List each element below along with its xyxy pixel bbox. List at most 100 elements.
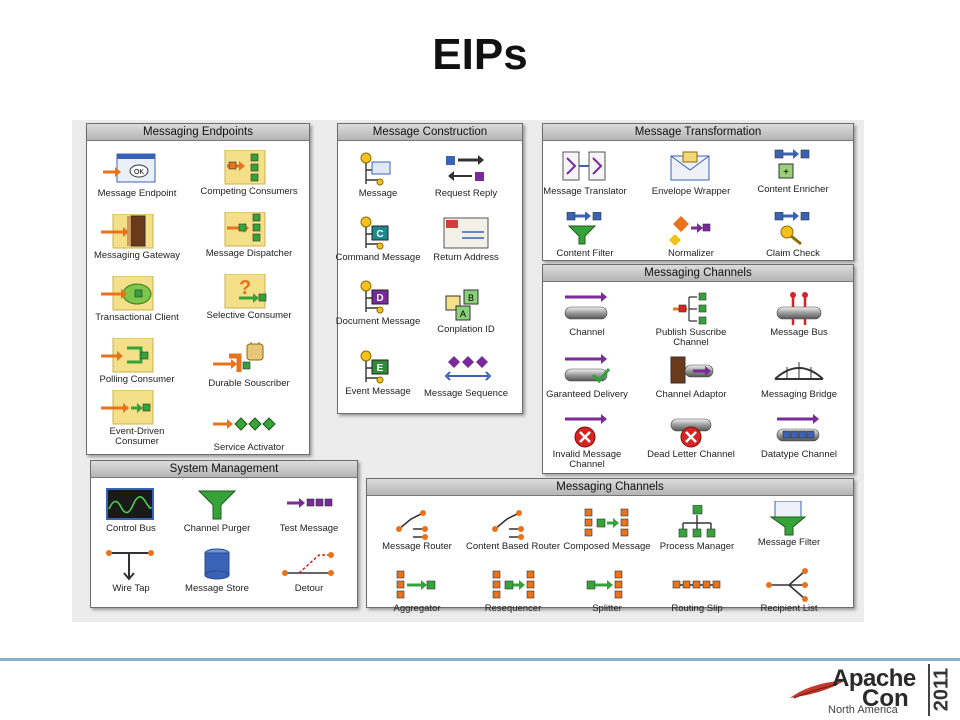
returnaddr-icon xyxy=(443,217,489,249)
pattern-messaging-gateway: Messaging Gateway xyxy=(87,214,187,261)
pattern-label: Channel Purger xyxy=(183,523,251,534)
pattern-label: Return Address xyxy=(433,252,499,263)
pattern-request-reply: Request Reply xyxy=(416,152,516,199)
pattern-label: Competing Consumers xyxy=(200,186,298,197)
cmd-icon: C xyxy=(360,216,389,250)
correlation-icon: BA xyxy=(445,289,479,321)
detour-icon xyxy=(282,552,334,576)
pattern-label: Test Message xyxy=(279,523,339,534)
pattern-label: Transactional Client xyxy=(95,312,179,323)
pattern-label: Event Message xyxy=(345,386,411,397)
pattern-polling-consumer: Polling Consumer xyxy=(87,338,187,385)
pubsub-icon xyxy=(673,292,707,325)
cbrouter-icon xyxy=(492,510,524,540)
pattern-label: Aggregator xyxy=(393,603,441,614)
pattern-invalid-message-channel: Invalid Message Channel xyxy=(537,413,637,470)
pattern-label: Polling Consumer xyxy=(99,374,175,385)
panel-header: Messaging Channels xyxy=(543,265,853,282)
enricher-icon: + xyxy=(774,149,810,179)
dispatcher-icon xyxy=(224,212,266,247)
contentfilter-icon xyxy=(566,212,602,245)
apachecon-logo: Apache Con North America 2011 xyxy=(788,664,954,716)
pattern-message-bus: Message Bus xyxy=(749,291,849,338)
panel-header: Messaging Endpoints xyxy=(87,124,309,141)
pattern-label: Message Sequence xyxy=(424,388,508,399)
pattern-label: Normalizer xyxy=(668,248,714,259)
gateway-icon xyxy=(101,214,154,249)
panel-header: Messaging Channels xyxy=(367,479,853,496)
wiretap-icon xyxy=(106,550,154,581)
pattern-label: Routing Slip xyxy=(671,603,723,614)
logo-region-text: North America xyxy=(828,704,898,716)
bus-icon xyxy=(776,292,822,325)
pattern-routing-slip: Routing Slip xyxy=(647,567,747,614)
pattern-garanteed-delivery: Garanteed Delivery xyxy=(537,353,637,400)
pattern-label: Control Bus xyxy=(106,523,156,534)
svg-text:A: A xyxy=(460,309,466,319)
pattern-label: Message Store xyxy=(185,583,249,594)
pattern-message: Message xyxy=(328,152,428,199)
pattern-content-filter: Content Filter xyxy=(535,212,635,259)
eventdriven-icon xyxy=(101,390,154,425)
translator-icon xyxy=(562,151,606,181)
pattern-durable-souscriber: Durable Souscriber xyxy=(199,342,299,389)
datatype-icon xyxy=(776,414,820,442)
logo-year: 2011 xyxy=(928,664,954,716)
deadletter-icon xyxy=(670,418,712,448)
polling-icon xyxy=(101,338,154,373)
pattern-label: Invalid Message Channel xyxy=(552,449,622,470)
pattern-label: Document Message xyxy=(335,316,421,327)
adaptor-icon xyxy=(670,356,714,384)
bridge-icon xyxy=(774,362,824,380)
pattern-wire-tap: Wire Tap xyxy=(81,547,181,594)
pattern-label: Content Enricher xyxy=(757,184,829,195)
pattern-composed-message: Composed Message xyxy=(557,505,657,552)
pattern-label: Publish Suscribe Channel xyxy=(655,327,727,348)
logo-con-text: Con xyxy=(862,685,909,712)
pattern-resequencer: Resequencer xyxy=(463,567,563,614)
pattern-label: Message xyxy=(358,188,398,199)
claimcheck-icon xyxy=(774,212,810,246)
pattern-message-translator: Message Translator xyxy=(535,150,635,197)
aggregator-icon xyxy=(396,570,436,599)
pattern-label: Message Translator xyxy=(543,186,627,197)
guaranteed-icon xyxy=(564,354,611,384)
pattern-process-manager: Process Manager xyxy=(647,505,747,552)
pattern-message-router: Message Router xyxy=(367,505,467,552)
pattern-transactional-client: Transactional Client xyxy=(87,276,187,323)
competing-icon xyxy=(224,150,266,185)
pattern-selective-consumer: ?Selective Consumer xyxy=(199,274,299,321)
svg-text:D: D xyxy=(376,293,383,304)
pattern-aggregator: Aggregator xyxy=(367,567,467,614)
pattern-document-message: D Document Message xyxy=(328,280,428,327)
pattern-competing-consumers: Competing Consumers xyxy=(199,150,299,197)
pattern-label: Durable Souscriber xyxy=(208,378,290,389)
pattern-label: Process Manager xyxy=(659,541,735,552)
pattern-publish-suscribe-channel: Publish Suscribe Channel xyxy=(641,291,741,348)
svg-text:+: + xyxy=(783,167,789,178)
svg-text:C: C xyxy=(376,229,383,240)
pattern-content-based-router: Content Based Router xyxy=(463,505,563,552)
pattern-channel-purger: Channel Purger xyxy=(167,487,267,534)
pattern-label: Channel Adaptor xyxy=(655,389,727,400)
pattern-label: Detour xyxy=(294,583,324,594)
pattern-test-message: Test Message xyxy=(259,487,359,534)
pattern-service-activator: Service Activator xyxy=(199,406,299,453)
pattern-message-store: Message Store xyxy=(167,547,267,594)
pattern-message-sequence: Message Sequence xyxy=(416,352,516,399)
pattern-label: Messaging Bridge xyxy=(760,389,838,400)
doc-icon: D xyxy=(360,280,389,314)
footer-divider xyxy=(0,658,960,661)
pattern-label: Conplation ID xyxy=(437,324,495,335)
pattern-recipient-list: Recipient List xyxy=(739,567,839,614)
pattern-content-enricher: + Content Enricher xyxy=(743,148,843,195)
durable-icon xyxy=(213,342,264,372)
pattern-label: Content Filter xyxy=(556,248,614,259)
pattern-channel-adaptor: Channel Adaptor xyxy=(641,353,741,400)
purger-icon xyxy=(197,490,237,520)
